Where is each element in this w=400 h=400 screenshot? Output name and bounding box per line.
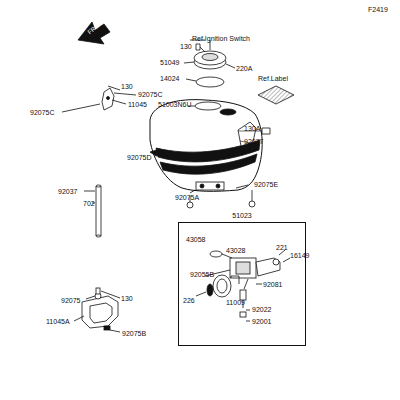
bracket bbox=[102, 88, 114, 110]
callout-number: 130 bbox=[180, 43, 192, 51]
callout-number: 92075B bbox=[122, 330, 146, 338]
callout-number: 130 bbox=[121, 83, 133, 91]
part-number: 51023 bbox=[231, 212, 252, 220]
callout-number: 92075D bbox=[127, 154, 152, 162]
bracket-lower bbox=[74, 288, 120, 332]
callout-number: 221 bbox=[276, 244, 288, 252]
callout-number: 51003N6U bbox=[158, 101, 191, 109]
callout-number: F2419 bbox=[368, 6, 388, 14]
callout-number: 92022 bbox=[252, 306, 271, 314]
callout-number: 92075 bbox=[61, 297, 80, 305]
callout-number: Ref.Ignition Switch bbox=[192, 35, 250, 43]
callout-number: 220A bbox=[236, 65, 252, 73]
fuel-tank bbox=[150, 100, 262, 192]
callout-number: 11045 bbox=[128, 101, 147, 109]
callout-number: 43058 bbox=[186, 236, 205, 244]
callout-number: 11045A bbox=[46, 318, 70, 326]
callout-number: 92081 bbox=[263, 281, 282, 289]
callout-number: 130 bbox=[121, 295, 133, 303]
callout-number: 43028 bbox=[226, 247, 245, 255]
callout-number: 92075A bbox=[175, 194, 199, 202]
callout-number: 130A bbox=[244, 125, 260, 133]
callout-number: 92037 bbox=[58, 188, 77, 196]
callout-number: 92055B bbox=[190, 271, 214, 279]
callout-number: 92027 bbox=[244, 138, 263, 146]
callout-number: 14024 bbox=[160, 75, 179, 83]
callout-number: 92075C bbox=[138, 91, 163, 99]
callout-number: 226 bbox=[183, 297, 195, 305]
callout-number: 16149 bbox=[290, 252, 309, 260]
callout-number: 92075E bbox=[254, 181, 278, 189]
callout-number: 92075C bbox=[30, 109, 55, 117]
callout-number: 92001 bbox=[252, 318, 271, 326]
label-plate bbox=[258, 86, 294, 104]
hose bbox=[96, 186, 101, 236]
callout-number: 11009 bbox=[226, 299, 245, 307]
callout-number: 702 bbox=[83, 200, 95, 208]
fuel-cock bbox=[196, 250, 290, 321]
callout-number: 51049 bbox=[160, 59, 179, 67]
callout-number: Ref.Label bbox=[258, 75, 288, 83]
